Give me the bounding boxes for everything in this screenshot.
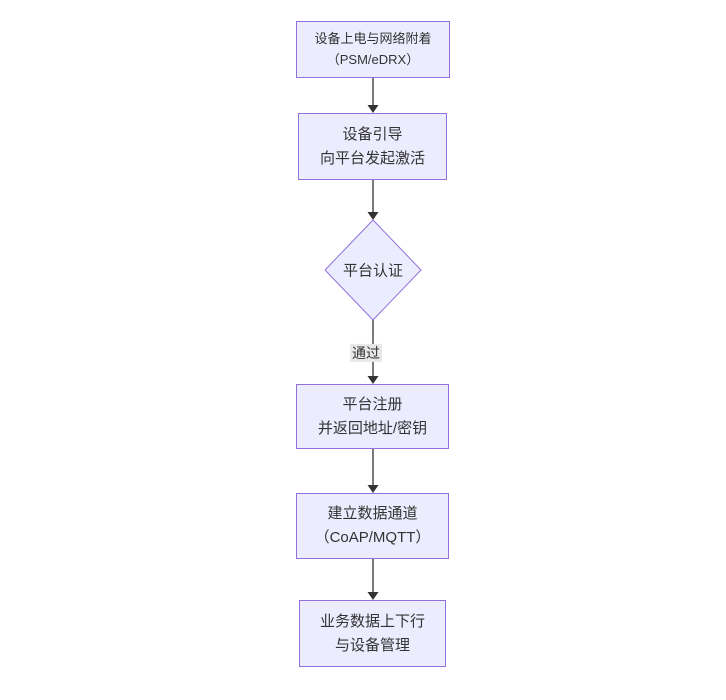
node-business-data: 业务数据上下行 与设备管理	[299, 600, 446, 667]
node-register-line2: 并返回地址/密钥	[317, 419, 428, 437]
node-bootstrap-line2: 向平台发起激活	[319, 149, 425, 167]
node-business-data-line2: 与设备管理	[334, 636, 410, 654]
node-power-attach-line1: 设备上电与网络附着	[314, 30, 432, 46]
node-data-channel-line1: 建立数据通道	[327, 505, 418, 522]
arrow-head-4	[367, 485, 379, 493]
node-register-line1: 平台注册	[342, 395, 403, 413]
node-register: 平台注册 并返回地址/密钥	[296, 384, 449, 449]
arrow-head-5	[367, 592, 379, 600]
node-business-data-line1: 业务数据上下行	[319, 612, 425, 630]
edge-label-pass: 通过	[350, 343, 382, 363]
node-power-attach-line2: （PSM/eDRX）	[326, 51, 420, 67]
arrow-head-3	[367, 376, 379, 384]
node-data-channel: 建立数据通道 （CoAP/MQTT）	[296, 493, 449, 559]
node-data-channel-line2: （CoAP/MQTT）	[314, 529, 431, 546]
arrow-head-2	[367, 212, 379, 220]
node-bootstrap-line1: 设备引导	[342, 125, 403, 143]
decision-platform-auth-label: 平台认证	[342, 262, 404, 280]
node-bootstrap: 设备引导 向平台发起激活	[298, 113, 447, 180]
node-power-attach: 设备上电与网络附着 （PSM/eDRX）	[296, 21, 450, 78]
arrow-head-1	[367, 105, 379, 113]
